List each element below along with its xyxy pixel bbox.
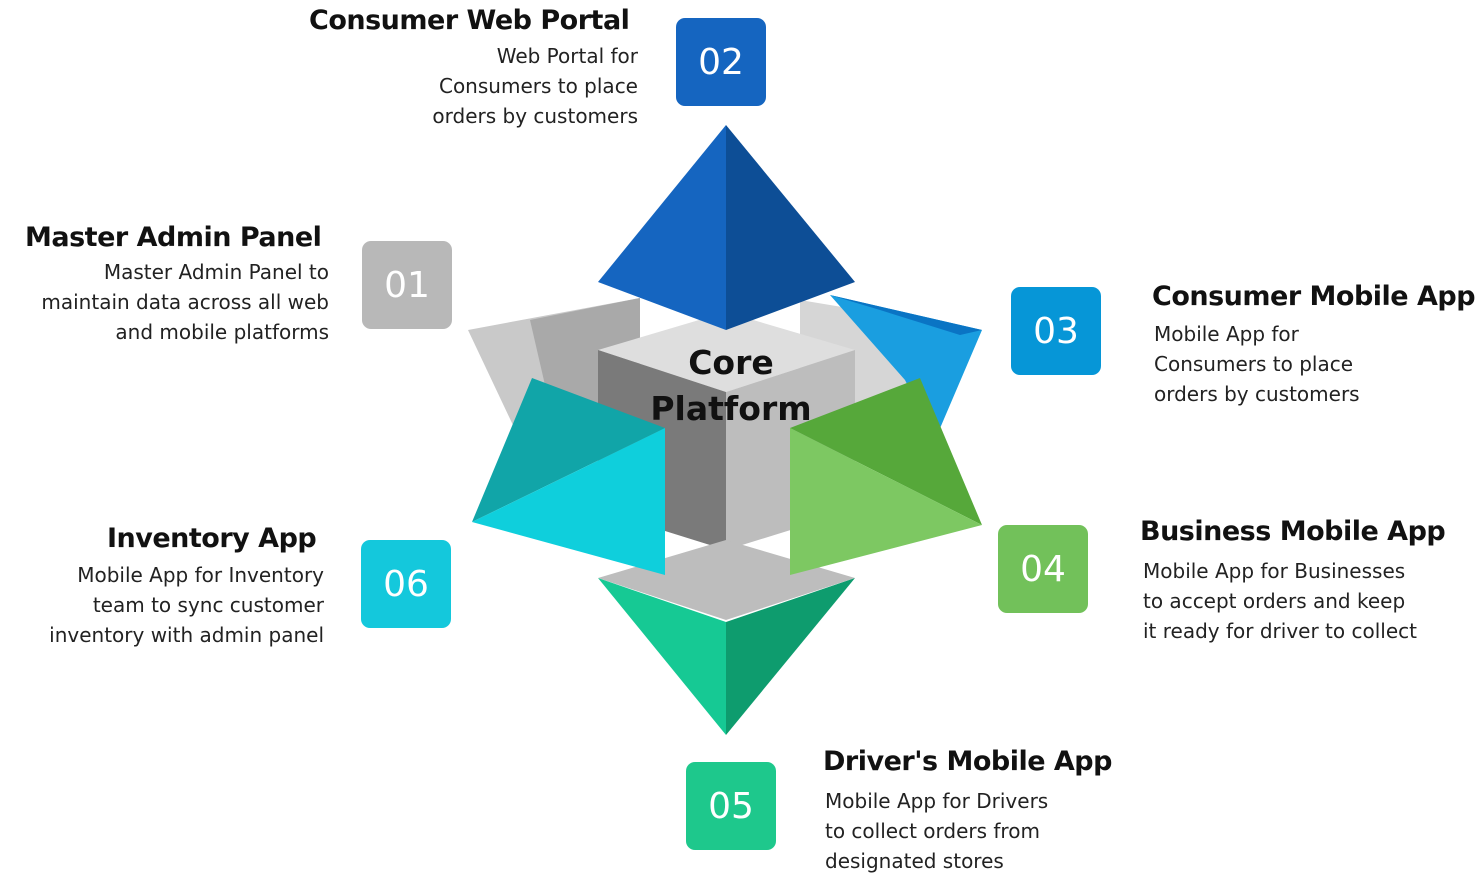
desc-consumer-web-portal: Web Portal for Consumers to place orders… [432,44,638,128]
title-inventory-app: Inventory App [107,523,317,554]
badge-03: 03 [1011,287,1101,375]
badge-06: 06 [361,540,451,628]
badge-05: 05 [686,762,776,850]
consumer-mobile-wing [830,295,982,440]
inventory-wing-light [472,428,665,575]
web-portal-pyramid-left [598,125,726,330]
desc-business-mobile-app: Mobile App for Businesses to accept orde… [1143,559,1417,643]
core-cube-top [598,312,855,392]
title-drivers-mobile-app: Driver's Mobile App [823,746,1112,777]
desc-drivers-mobile-app: Mobile App for Drivers to collect orders… [825,789,1049,873]
badge-02: 02 [676,18,766,106]
title-business-mobile-app: Business Mobile App [1140,516,1446,547]
business-wing-dark [790,378,982,525]
driver-pyramid-right [726,578,855,735]
core-label-line2: Platform [650,389,812,428]
badge-04: 04 [998,525,1088,613]
driver-pyramid-left [598,578,726,735]
web-portal-pyramid-right [726,125,855,330]
desc-inventory-app: Mobile App for Inventory team to sync cu… [49,563,324,647]
core-label-line1: Core [688,343,774,382]
core-platform-label: Core Platform [620,340,842,432]
business-wing-light [790,428,982,575]
inventory-wing-dark [472,378,665,522]
title-master-admin-panel: Master Admin Panel [25,222,322,253]
badge-01: 01 [362,241,452,329]
desc-consumer-mobile-app: Mobile App for Consumers to place orders… [1154,322,1360,406]
title-consumer-web-portal: Consumer Web Portal [309,5,630,36]
title-consumer-mobile-app: Consumer Mobile App [1152,281,1476,312]
consumer-mobile-wing-dark [830,295,982,335]
desc-master-admin-panel: Master Admin Panel to maintain data acro… [41,260,329,344]
